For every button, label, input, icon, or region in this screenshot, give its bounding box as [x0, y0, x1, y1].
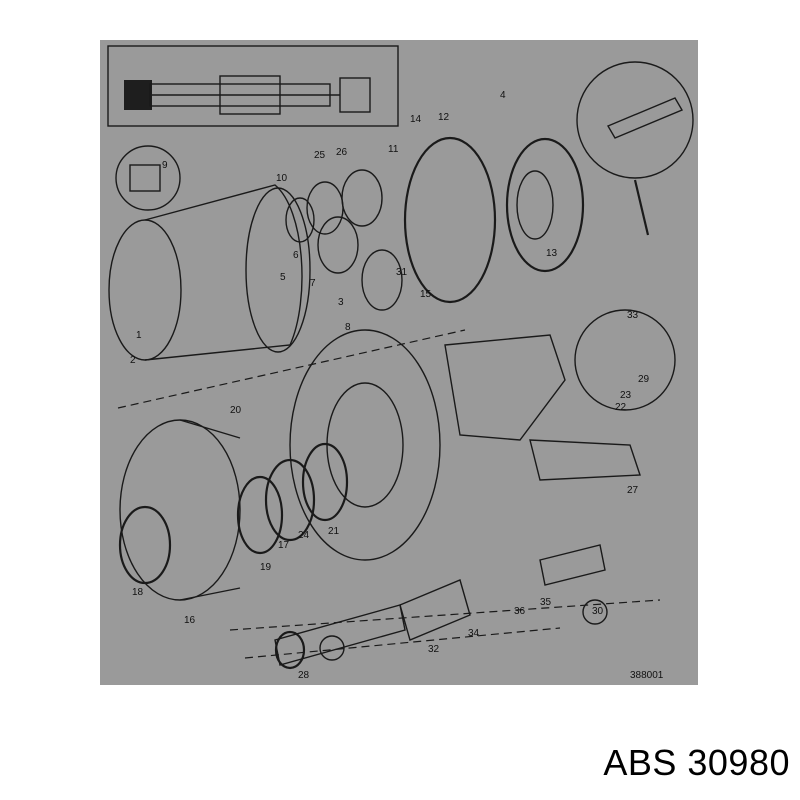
callout-26: 26: [336, 147, 348, 158]
callout-17: 17: [278, 540, 290, 551]
callout-4: 4: [500, 90, 506, 101]
part-number-caption: ABS 30980: [603, 742, 790, 783]
callout-19: 19: [260, 562, 272, 573]
callout-24: 24: [298, 530, 310, 541]
drive-shaft: [274, 544, 608, 670]
callout-5: 5: [280, 272, 286, 283]
callout-34: 34: [468, 628, 480, 639]
assembly-lines: [117, 329, 661, 659]
detail-circle-bolt: [576, 61, 694, 236]
callout-9: 9: [162, 160, 168, 171]
drawing-code: 388001: [630, 670, 664, 681]
callout-29: 29: [638, 374, 650, 385]
callout-11: 11: [388, 144, 399, 155]
callout-35: 35: [540, 597, 552, 608]
callout-20: 20: [230, 405, 242, 416]
callout-14: 14: [410, 114, 422, 125]
planet-gears: [285, 169, 403, 311]
callout-22: 22: [615, 402, 627, 413]
axle-overview-inset: [107, 45, 399, 127]
callout-7: 7: [310, 278, 316, 289]
wheel-hub: [118, 419, 241, 601]
callout-8: 8: [345, 322, 351, 333]
callout-36: 36: [514, 606, 526, 617]
callout-13: 13: [546, 248, 558, 259]
callout-32: 32: [428, 644, 440, 655]
bearings: [236, 442, 349, 555]
callout-labels: 1 2 3 4 5 6 7 8 9 10 11 12 13 14 15 16 1…: [130, 90, 664, 681]
callout-27: 27: [627, 485, 639, 496]
callout-21: 21: [328, 526, 340, 537]
callout-2: 2: [130, 355, 136, 366]
callout-1: 1: [136, 330, 142, 341]
callout-15: 15: [420, 289, 432, 300]
callout-10: 10: [276, 173, 288, 184]
callout-23: 23: [620, 390, 632, 401]
bracket-inset: [115, 145, 181, 211]
callout-25: 25: [314, 150, 326, 161]
callout-31: 31: [396, 267, 408, 278]
diagram-drawing: 1 2 3 4 5 6 7 8 9 10 11 12 13 14 15 16 1…: [107, 45, 694, 681]
ring-gear: [403, 136, 585, 304]
callout-3: 3: [338, 297, 344, 308]
callout-30: 30: [592, 606, 604, 617]
exploded-parts-diagram: 1 2 3 4 5 6 7 8 9 10 11 12 13 14 15 16 1…: [100, 40, 698, 685]
callout-28: 28: [298, 670, 310, 681]
hub-cover: [108, 184, 311, 361]
callout-18: 18: [132, 587, 144, 598]
callout-33: 33: [627, 310, 639, 321]
steering-knuckle: [444, 309, 676, 481]
callout-6: 6: [293, 250, 299, 261]
callout-16: 16: [184, 615, 196, 626]
callout-12: 12: [438, 112, 450, 123]
